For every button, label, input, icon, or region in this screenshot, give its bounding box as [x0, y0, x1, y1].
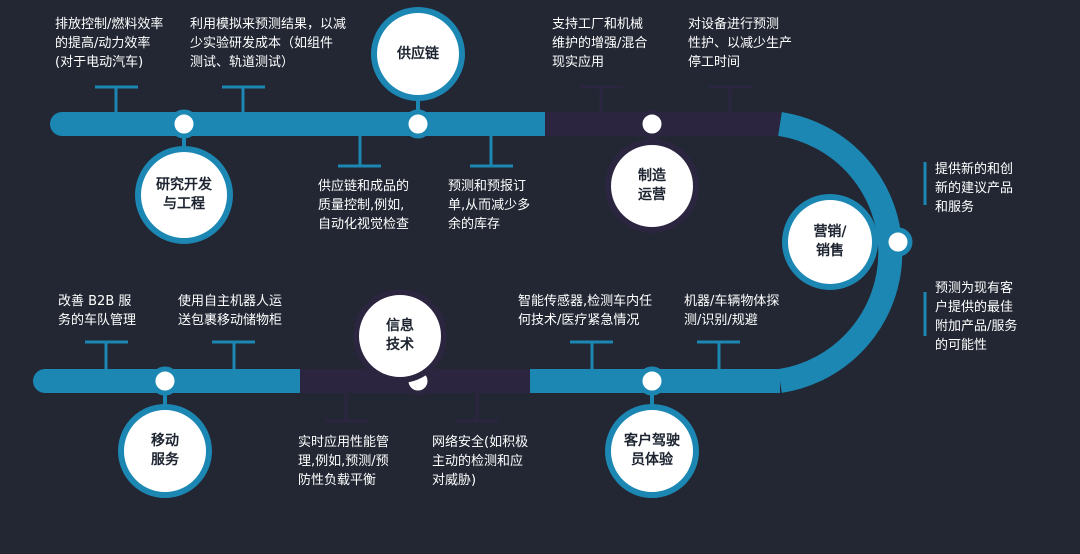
node-supply [403, 109, 433, 139]
node-manufacturing [637, 109, 667, 139]
stage-label-cx: 客户驾驶 员体验 [624, 433, 680, 468]
badge-marketing-graphic [782, 194, 913, 290]
note-predictive: 对设备进行预测 性护、以减少生产 停工时间 [688, 17, 793, 70]
badge-mobility-disc [118, 404, 212, 498]
note-emission: 排放控制/燃料效率 的提高/动力效率 (对于电动汽车) [55, 17, 164, 70]
badge-rnd-graphic [135, 109, 233, 244]
note-mixed-reality: 支持工厂和机械 维护的增强/混合 现实应用 [552, 17, 648, 70]
note-app-perf: 实时应用性能管 理,例如,预测/预 防性负载平衡 [298, 435, 390, 488]
badge-marketing-disc [782, 194, 878, 290]
stage-label-supply: 供应链 [397, 45, 439, 62]
badge-mobility-graphic [118, 366, 212, 498]
note-best-addon: 预测为现有客 户提供的最佳 附加产品/服务 的可能性 [935, 281, 1018, 353]
note-sensors: 智能传感器,检测车内任 何技术/医疗紧急情况 [518, 294, 653, 328]
note-quality: 供应链和成品的 质量控制,例如, 自动化视觉检查 [318, 179, 410, 232]
badge-manufacturing-disc [605, 139, 699, 233]
badge-cx-disc [605, 404, 699, 498]
node-marketing [883, 227, 913, 257]
stage-label-marketing: 营销/ 销售 [813, 224, 847, 259]
note-security: 网络安全(如积极 主动的检测和应 对威胁) [432, 435, 529, 488]
note-robots: 使用自主机器人运 送包裹移动储物柜 [178, 294, 283, 328]
badge-supply-graphic [371, 7, 465, 139]
stage-label-mobility: 移动 服务 [151, 433, 179, 468]
note-simulation: 利用模拟来预测结果，以减 少实验研发成本（如组件 测试、轨道测试） [190, 17, 347, 70]
badge-rnd-disc [135, 146, 233, 244]
node-cx [637, 366, 667, 396]
tick-markers [85, 85, 927, 369]
node-rnd [169, 109, 199, 139]
stage-label-manufacturing: 制造 运营 [638, 168, 666, 203]
stage-label-rnd: 研究开发 与工程 [156, 177, 212, 212]
note-b2b: 改善 B2B 服 务的车队管理 [58, 294, 137, 328]
badge-cx-graphic [605, 366, 699, 498]
node-mobility [150, 366, 180, 396]
badge-manufacturing-graphic [605, 109, 699, 233]
note-new-products: 提供新的和创 新的建议产品 和服务 [935, 162, 1014, 215]
badge-supply-disc [371, 7, 465, 101]
badge-it-graphic [353, 289, 447, 396]
note-detection: 机器/车辆物体探 测/识别/规避 [684, 294, 780, 328]
tick-markers-dark [325, 85, 752, 423]
stage-label-it: 信息 技术 [386, 318, 414, 353]
badge-it-disc [353, 289, 447, 383]
note-orders: 预测和预报订 单,从而减少多 余的库存 [448, 179, 531, 232]
